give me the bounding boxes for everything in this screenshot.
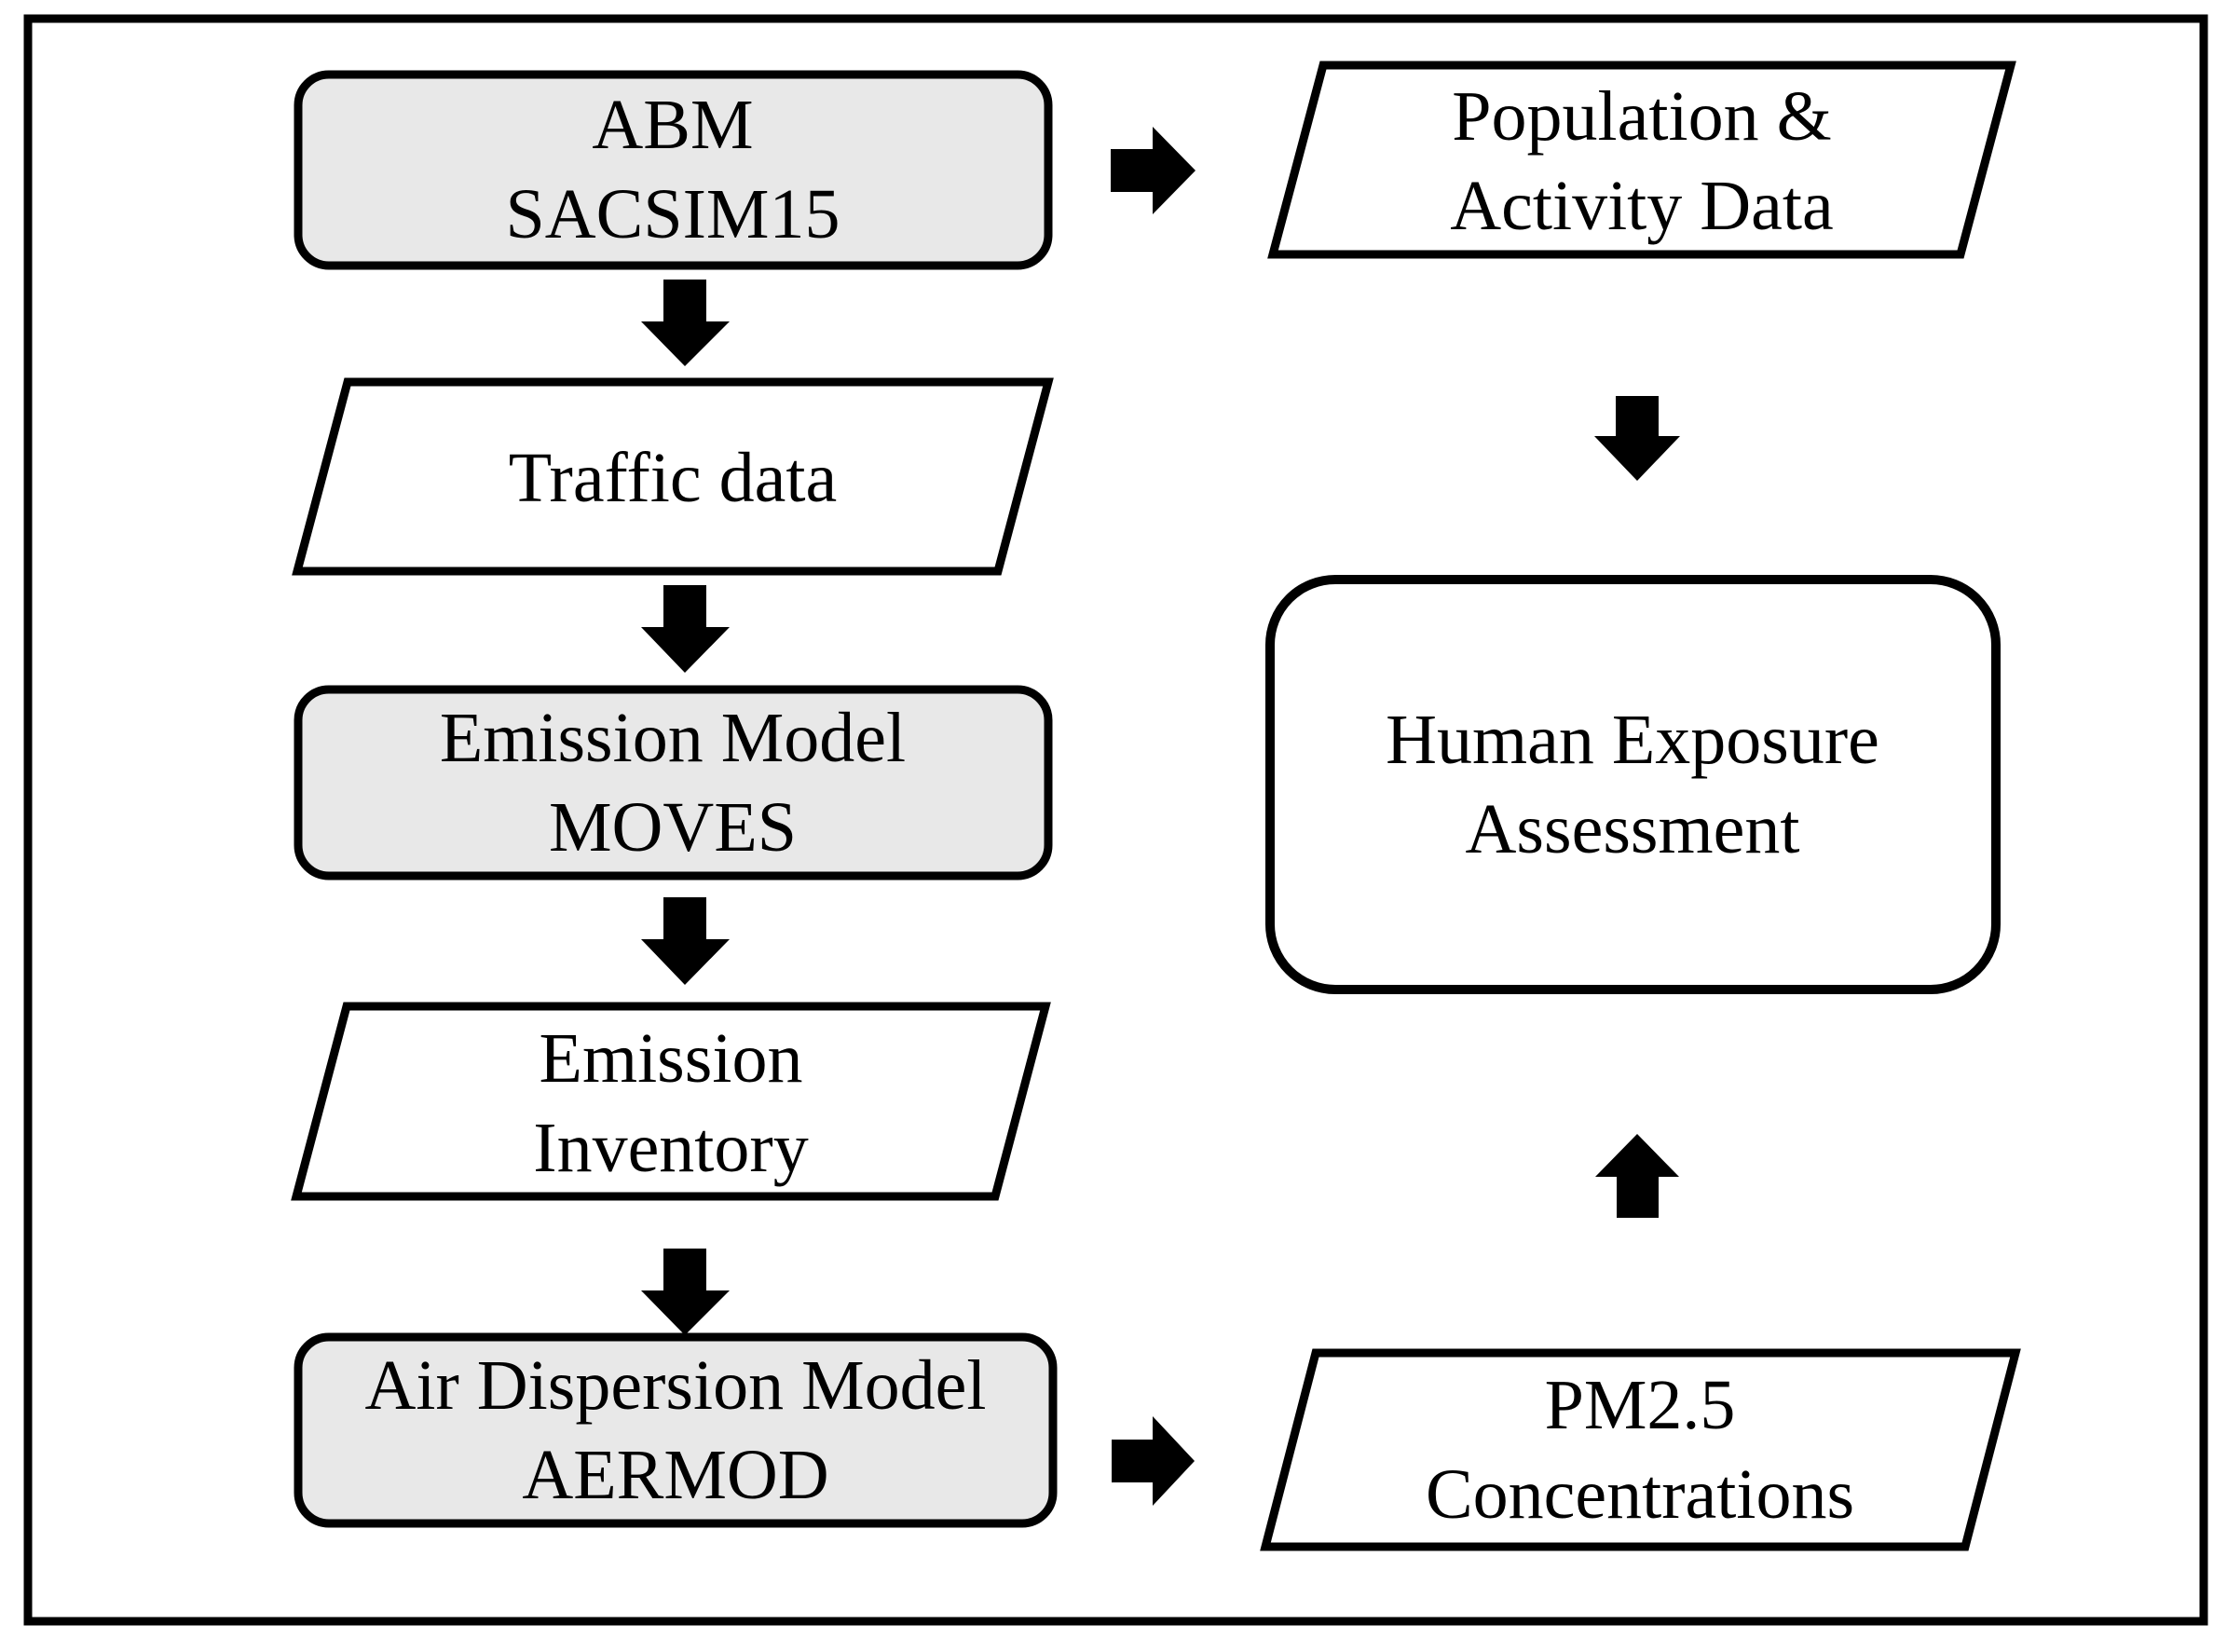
node-emission-model-label-line1: Emission Model — [440, 699, 906, 777]
node-emission-model-label-line2: MOVES — [549, 788, 797, 867]
node-traffic-data-shape — [292, 377, 1054, 576]
node-abm-sacsim15-label-line2: SACSIM15 — [506, 175, 840, 253]
node-human-exposure-label-line1: Human Exposure — [1386, 701, 1879, 779]
node-human-exposure-label-line2: Assessment — [1466, 790, 1800, 868]
node-abm-sacsim15-label-line1: ABM — [592, 86, 753, 164]
node-air-dispersion-aermod-box — [294, 1332, 1058, 1528]
node-emission-inventory-label-line1: Emission — [540, 1019, 803, 1098]
node-air-dispersion-label-line2: AERMOD — [522, 1436, 828, 1514]
node-human-exposure-assessment-box — [1265, 575, 2001, 994]
arrow-traffic-to-moves-down — [641, 585, 730, 673]
arrow-aermod-to-pm25-right — [1112, 1416, 1195, 1506]
node-emission-inventory-label-line2: Inventory — [533, 1109, 808, 1187]
node-population-activity-label-line1: Population & — [1452, 77, 1831, 156]
node-traffic-data-label: Traffic data — [509, 439, 837, 517]
node-emission-model-moves-box — [294, 685, 1053, 881]
arrow-abm-to-population-right — [1111, 127, 1195, 214]
arrow-inventory-to-aermod-down — [641, 1249, 730, 1335]
node-population-activity-data-shape — [1267, 61, 2016, 259]
arrow-abm-to-traffic-down — [641, 280, 730, 366]
arrow-population-to-exposure-down — [1594, 396, 1680, 481]
node-pm25-concentrations-shape — [1260, 1348, 2021, 1551]
node-emission-inventory-shape — [291, 1002, 1051, 1201]
node-population-activity-label-line2: Activity Data — [1450, 167, 1834, 245]
node-pm25-label-line2: Concentrations — [1426, 1455, 1854, 1534]
node-abm-sacsim15-box — [294, 70, 1053, 270]
arrow-moves-to-inventory-down — [641, 897, 730, 985]
node-air-dispersion-label-line1: Air Dispersion Model — [364, 1346, 986, 1425]
arrow-pm25-to-exposure-up — [1595, 1134, 1679, 1218]
node-pm25-label-line1: PM2.5 — [1545, 1366, 1736, 1444]
